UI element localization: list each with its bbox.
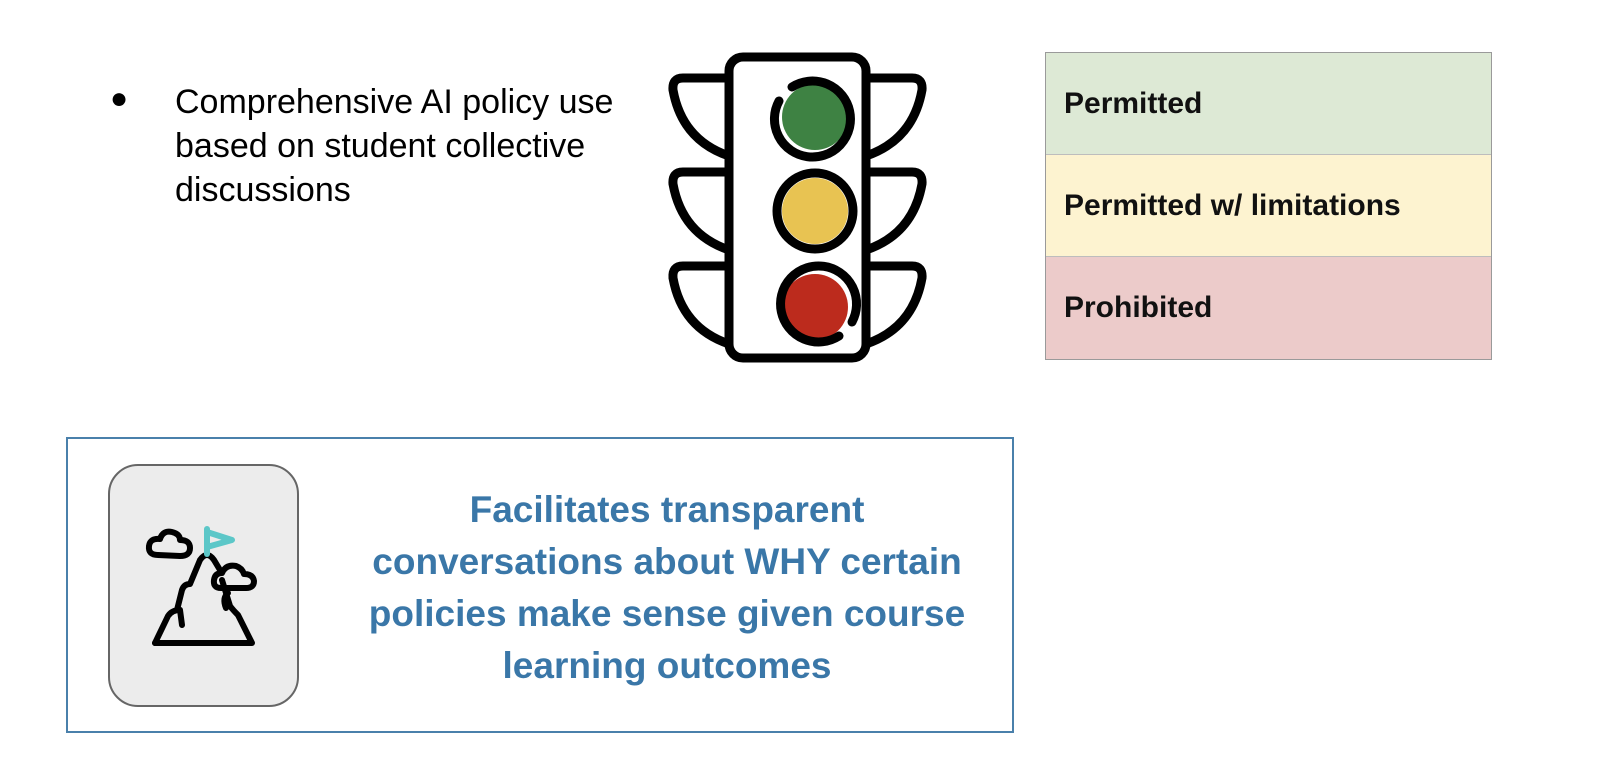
legend-row-limited: Permitted w/ limitations [1046, 155, 1491, 257]
mountain-flag-icon [145, 526, 257, 646]
callout-box [66, 437, 1014, 733]
yellow-light [782, 178, 848, 244]
policy-legend-table: Permitted Permitted w/ limitations Prohi… [1045, 52, 1492, 360]
callout-text: Facilitates transparent conversations ab… [368, 489, 966, 686]
legend-row-prohibited: Prohibited [1046, 257, 1491, 359]
bullet-text: Comprehensive AI policy use based on stu… [175, 83, 614, 209]
red-light [782, 274, 848, 340]
icon-card [108, 464, 299, 707]
legend-row-permitted: Permitted [1046, 53, 1491, 155]
bullet-marker: ● [110, 82, 129, 115]
green-light [782, 84, 848, 150]
